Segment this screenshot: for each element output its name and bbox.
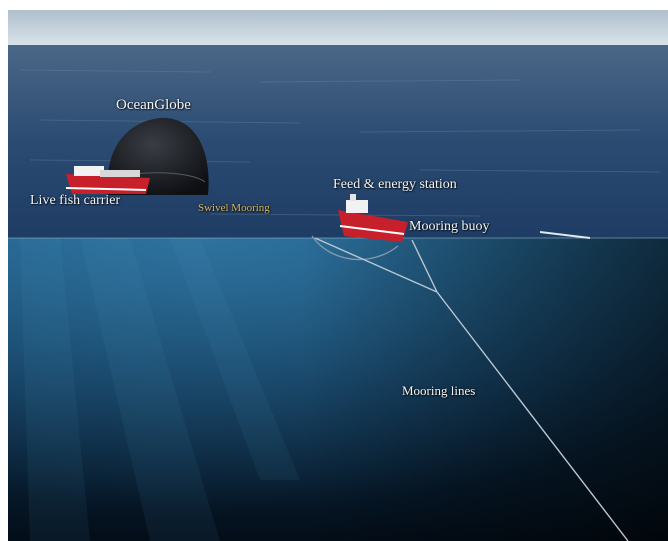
- label-swivel-mooring: Swivel Mooring: [198, 202, 270, 214]
- label-feed-energy-station: Feed & energy station: [333, 177, 457, 192]
- sea-surface: [8, 45, 668, 238]
- live-fish-carrier-vessel: [65, 166, 150, 194]
- label-ocean-globe: OceanGlobe: [116, 97, 191, 113]
- label-mooring-buoy: Mooring buoy: [409, 219, 490, 234]
- underwater-shade: [300, 238, 668, 541]
- light-rays: [20, 238, 300, 541]
- mooring-lines: [314, 237, 629, 541]
- label-live-fish-carrier: Live fish carrier: [30, 193, 121, 208]
- label-mooring-lines: Mooring lines: [402, 383, 476, 398]
- swivel-mooring-cable: [311, 235, 399, 261]
- feed-energy-station-vessel: [338, 194, 408, 242]
- sky: [8, 10, 668, 45]
